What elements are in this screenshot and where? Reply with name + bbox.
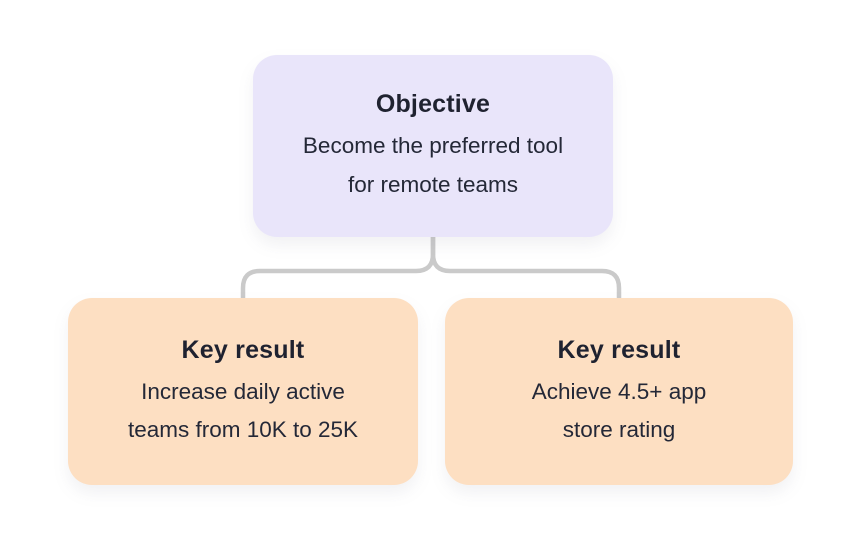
key-result-body-line: Achieve 4.5+ app (531, 378, 707, 404)
key-result-body-line: store rating (562, 417, 676, 442)
connector-left-branch (240, 237, 436, 299)
objective-body-line: Become the preferred tool (302, 133, 564, 158)
key-result-title: Key result (557, 335, 681, 364)
key-result-body-line: Increase daily active (141, 378, 345, 404)
key-result-title: Key result (181, 335, 305, 364)
connector-right-branch (430, 237, 622, 299)
key-result-body: Increase daily active teams from 10K to … (128, 373, 358, 450)
objective-card: Objective Become the preferred tool for … (253, 55, 613, 237)
objective-title: Objective (375, 90, 491, 118)
key-result-body: Achieve 4.5+ app store rating (532, 373, 707, 450)
key-result-card-left: Key result Increase daily active teams f… (68, 298, 418, 485)
key-result-card-right: Key result Achieve 4.5+ app store rating (445, 298, 793, 485)
objective-body-line: for remote teams (347, 171, 519, 197)
key-result-body-line: teams from 10K to 25K (127, 417, 359, 442)
objective-body: Become the preferred tool for remote tea… (303, 127, 563, 204)
